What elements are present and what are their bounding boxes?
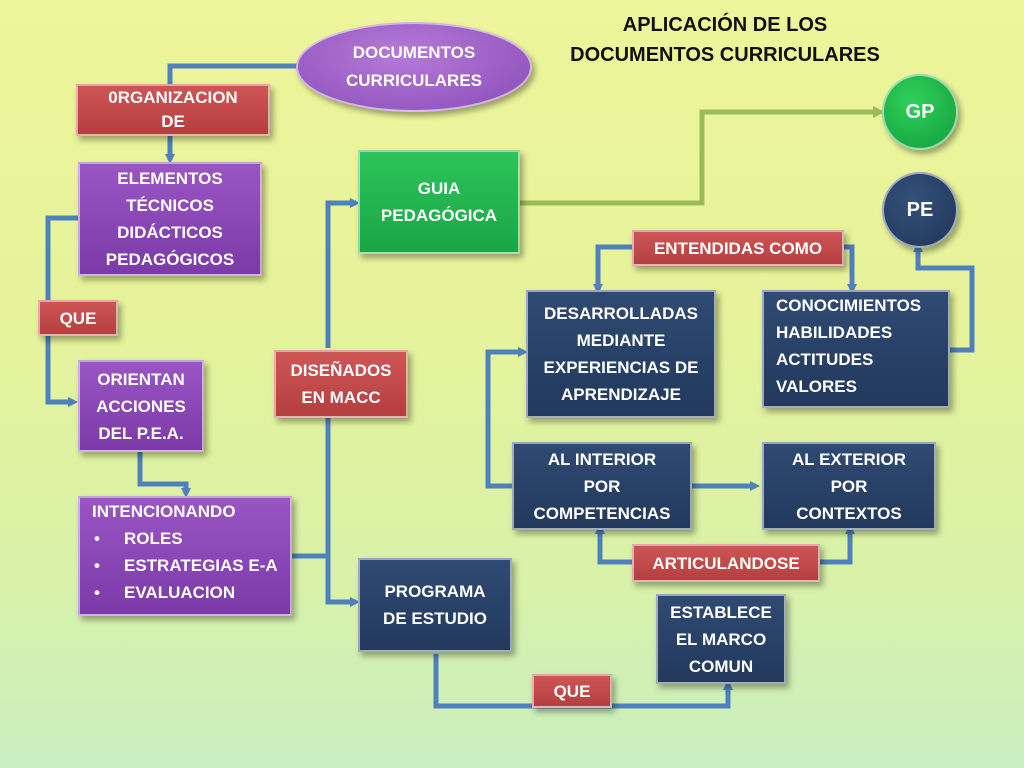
doc-line-1: DOCUMENTOS xyxy=(352,43,476,62)
title-line-2: DOCUMENTOS CURRICULARES xyxy=(570,44,880,66)
orientan-line-2: ACCIONES xyxy=(96,396,186,416)
conn-doc-org xyxy=(167,63,298,84)
list-item: ROLES xyxy=(92,525,278,552)
list-item: ESTRATEGIAS E-A xyxy=(92,552,278,579)
conn-elementos-que xyxy=(45,215,80,300)
guia-line-2: PEDAGÓGICA xyxy=(380,206,498,225)
interior-line-2: POR xyxy=(583,476,621,496)
org-line-2: DE xyxy=(161,112,185,131)
intencionando-list: ROLES ESTRATEGIAS E-A EVALUACION xyxy=(92,525,278,606)
orientan-line-3: DEL P.E.A. xyxy=(98,423,184,443)
desarrolladas-line-2: MEDIANTE xyxy=(576,331,666,350)
orientan-node: ORIENTAN ACCIONES DEL P.E.A. xyxy=(78,360,204,452)
entendidas-como-node: ENTENDIDAS COMO xyxy=(632,230,844,266)
disenados-line-2: EN MACC xyxy=(301,388,381,407)
establece-node: ESTABLECE EL MARCO COMUN xyxy=(656,594,786,684)
intencionando-node: INTENCIONANDO ROLES ESTRATEGIAS E-A EVAL… xyxy=(78,496,292,616)
disenados-node: DISEÑADOS EN MACC xyxy=(274,350,408,418)
page-title: APLICACIÓN DE LOS DOCUMENTOS CURRICULARE… xyxy=(540,10,910,70)
conn-guia-gp xyxy=(520,106,885,206)
desarrolladas-node: DESARROLLADAS MEDIANTE EXPERIENCIAS DE A… xyxy=(526,290,716,418)
establece-line-3: COMUN xyxy=(688,656,754,676)
conn-orientan-intencionando xyxy=(137,452,191,498)
bullet-roles: ROLES xyxy=(124,529,183,548)
conn-disenados-programa xyxy=(325,556,360,607)
org-line-1: 0RGANIZACION xyxy=(108,88,238,107)
elementos-line-4: PEDAGÓGICOS xyxy=(105,250,235,269)
organizacion-de-node: 0RGANIZACION DE xyxy=(76,84,270,136)
programa-estudio-node: PROGRAMA DE ESTUDIO xyxy=(358,558,512,652)
programa-line-2: DE ESTUDIO xyxy=(383,609,487,628)
conocimientos-node: CONOCIMIENTOS HABILIDADES ACTITUDES VALO… xyxy=(762,290,950,408)
bullet-estrategias: ESTRATEGIAS E-A xyxy=(124,556,278,575)
conocimientos-line-3: ACTITUDES xyxy=(776,350,874,369)
interior-line-3: COMPETENCIAS xyxy=(533,503,671,523)
desarrolladas-line-1: DESARROLLADAS xyxy=(544,304,698,323)
orientan-line-1: ORIENTAN xyxy=(97,369,185,389)
intencionando-heading: INTENCIONANDO xyxy=(92,502,236,521)
doc-line-2: CURRICULARES xyxy=(346,71,482,90)
interior-line-1: AL INTERIOR xyxy=(547,449,657,469)
establece-line-2: EL MARCO xyxy=(675,629,767,649)
title-line-1: APLICACIÓN DE LOS xyxy=(622,14,828,36)
conocimientos-line-2: HABILIDADES xyxy=(776,323,893,342)
disenados-line-1: DISEÑADOS xyxy=(290,361,392,380)
desarrolladas-line-4: APRENDIZAJE xyxy=(561,385,681,404)
bullet-evaluacion: EVALUACION xyxy=(124,583,236,602)
conn-articulandose-exterior xyxy=(820,524,855,565)
conocimientos-line-4: VALORES xyxy=(776,377,857,396)
guia-pedagogica-node: GUIA PEDAGÓGICA xyxy=(358,150,520,254)
list-item: EVALUACION xyxy=(92,579,278,606)
conn-entendidas-desarrolladas xyxy=(593,244,632,294)
elementos-line-3: DIDÁCTICOS xyxy=(117,223,223,242)
conn-interior-desarrolladas xyxy=(485,347,528,489)
gp-node: GP xyxy=(882,74,958,150)
documentos-curriculares-node: DOCUMENTOS CURRICULARES xyxy=(296,22,532,112)
conn-entendidas-conocimientos xyxy=(844,244,857,294)
conn-que-orientan xyxy=(45,336,78,407)
conn-intencionando-disenados xyxy=(292,418,331,559)
al-interior-node: AL INTERIOR POR COMPETENCIAS xyxy=(512,442,692,530)
desarrolladas-line-3: EXPERIENCIAS DE xyxy=(543,358,699,377)
conn-conocimientos-pe xyxy=(913,242,975,353)
pe-node: PE xyxy=(882,172,958,248)
guia-line-1: GUIA xyxy=(417,179,461,198)
articulandose-node: ARTICULANDOSE xyxy=(632,544,820,582)
programa-line-1: PROGRAMA xyxy=(384,582,486,601)
elementos-line-1: ELEMENTOS xyxy=(117,169,223,188)
conocimientos-line-1: CONOCIMIENTOS xyxy=(776,296,922,315)
elementos-node: ELEMENTOS TÉCNICOS DIDÁCTICOS PEDAGÓGICO… xyxy=(78,162,262,276)
exterior-line-2: POR xyxy=(830,476,868,496)
que-left-node: QUE xyxy=(38,300,118,336)
exterior-line-1: AL EXTERIOR xyxy=(792,449,906,469)
elementos-line-2: TÉCNICOS xyxy=(126,196,214,215)
al-exterior-node: AL EXTERIOR POR CONTEXTOS xyxy=(762,442,936,530)
establece-line-1: ESTABLECE xyxy=(670,602,772,622)
conn-disenados-guia xyxy=(325,198,360,348)
que-bottom-node: QUE xyxy=(532,674,612,708)
exterior-line-3: CONTEXTOS xyxy=(796,503,902,523)
conn-articulandose-interior xyxy=(595,524,632,565)
